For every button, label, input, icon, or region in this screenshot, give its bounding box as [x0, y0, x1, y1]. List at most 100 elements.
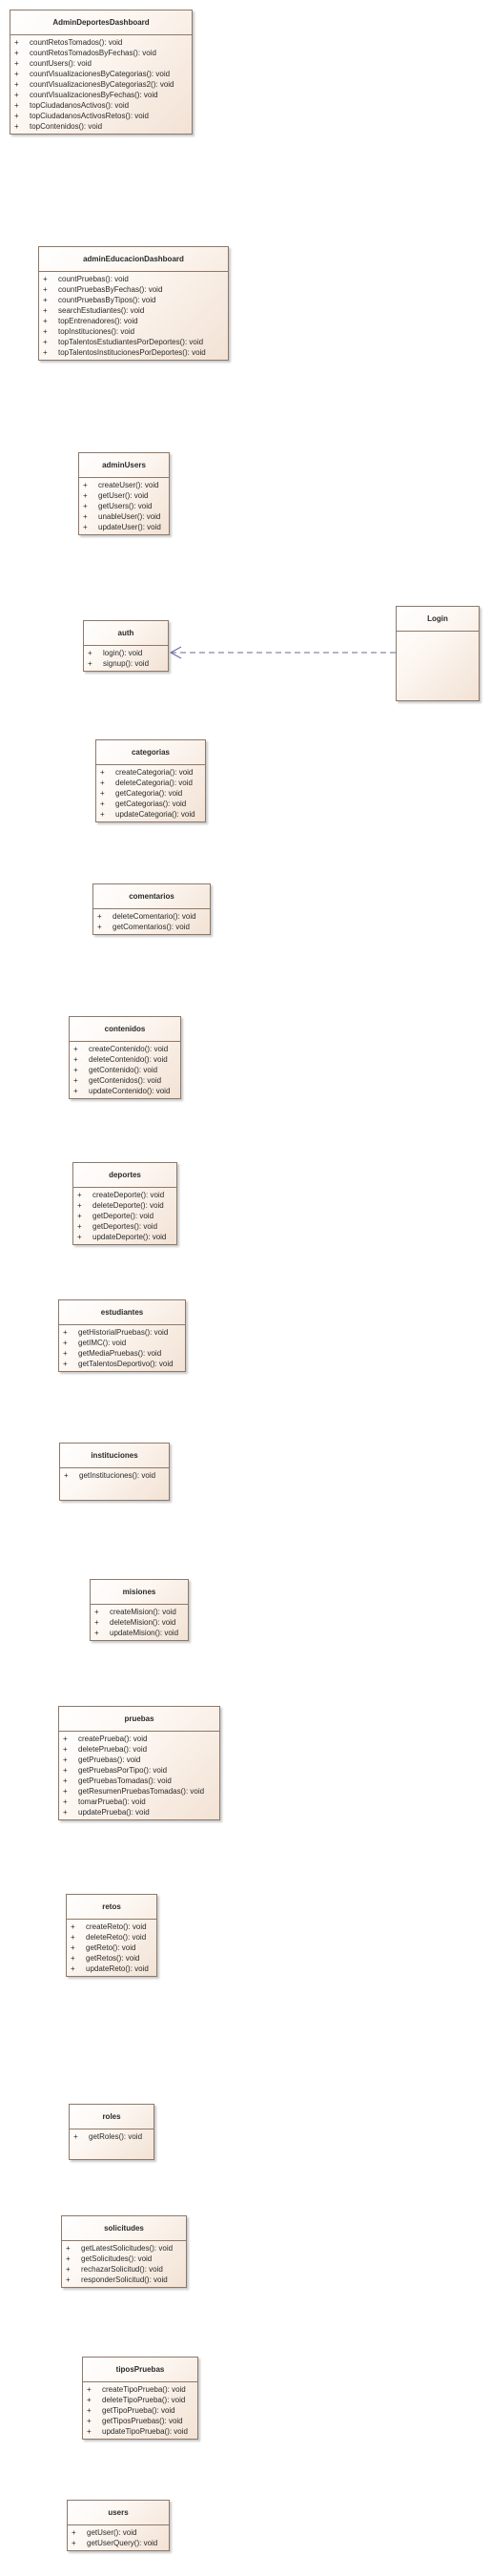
operation-signature: countPruebas(): void	[58, 275, 129, 283]
class-deportes[interactable]: deportes +createDeporte(): void +deleteD…	[72, 1162, 177, 1245]
class-comentarios[interactable]: comentarios +deleteComentario(): void +g…	[92, 883, 211, 935]
operation-signature: topEntrenadores(): void	[58, 317, 138, 325]
class-name: deportes	[73, 1163, 176, 1188]
open-arrow-head	[169, 646, 182, 659]
operation: +getResumenPruebasTomadas(): void	[63, 1786, 219, 1797]
visibility-marker: +	[14, 91, 19, 99]
visibility-marker: +	[63, 1787, 68, 1796]
visibility-marker: +	[14, 122, 19, 131]
visibility-marker: +	[100, 800, 105, 808]
operation: +countPruebasByTipos(): void	[43, 295, 228, 305]
class-name: categorias	[96, 740, 205, 765]
operation-signature: getLatestSolicitudes(): void	[81, 2244, 174, 2253]
operation: +createMision(): void	[94, 1607, 188, 1617]
operation-signature: rechazarSolicitud(): void	[81, 2265, 163, 2274]
class-auth[interactable]: auth +login(): void +signup(): void	[83, 620, 169, 672]
visibility-marker: +	[71, 1922, 75, 1931]
operation-signature: getCategorias(): void	[115, 800, 187, 808]
visibility-marker: +	[14, 38, 19, 47]
class-misiones[interactable]: misiones +createMision(): void +deleteMi…	[90, 1579, 189, 1641]
visibility-marker: +	[72, 2528, 76, 2537]
class-estudiantes[interactable]: estudiantes +getHistorialPruebas(): void…	[58, 1299, 186, 1372]
class-categorias[interactable]: categorias +createCategoria(): void +del…	[95, 739, 206, 822]
operation: +getContenido(): void	[73, 1065, 180, 1075]
visibility-marker: +	[73, 2132, 78, 2141]
operation-signature: countRetosTomadosByFechas(): void	[30, 49, 156, 57]
visibility-marker: +	[43, 348, 48, 357]
class-name: tiposPruebas	[83, 2358, 197, 2382]
visibility-marker: +	[94, 1618, 99, 1627]
operation-signature: getPruebasPorTipo(): void	[78, 1766, 168, 1775]
operation: +getIMC(): void	[63, 1338, 185, 1348]
class-admin-deportes-dashboard[interactable]: AdminDeportesDashboard + countRetosTomado…	[10, 10, 193, 135]
class-instituciones[interactable]: instituciones +getInstituciones(): void	[59, 1443, 170, 1501]
class-roles[interactable]: roles +getRoles(): void	[69, 2104, 154, 2160]
class-login[interactable]: Login	[396, 606, 480, 701]
class-pruebas[interactable]: pruebas +createPrueba(): void +deletePru…	[58, 1706, 220, 1820]
operation-signature: createMision(): void	[110, 1608, 176, 1616]
visibility-marker: +	[71, 1943, 75, 1952]
operation: +getUserQuery(): void	[72, 2538, 169, 2548]
visibility-marker: +	[14, 49, 19, 57]
operation-signature: topTalentosInstitucionesPorDeportes(): v…	[58, 348, 206, 357]
operation: +countVisualizacionesByCategorias(): voi…	[14, 69, 192, 79]
operation: +createUser(): void	[83, 480, 169, 490]
class-contenidos[interactable]: contenidos +createContenido(): void +del…	[69, 1016, 181, 1099]
class-name: pruebas	[59, 1707, 219, 1732]
operation-signature: getHistorialPruebas(): void	[78, 1328, 169, 1337]
operation: +updateReto(): void	[71, 1963, 156, 1974]
class-admin-educacion-dashboard[interactable]: adminEducacionDashboard +countPruebas():…	[38, 246, 229, 361]
operation: +countPruebasByFechas(): void	[43, 284, 228, 295]
operation-signature: getComentarios(): void	[113, 923, 190, 931]
visibility-marker: +	[63, 1776, 68, 1785]
visibility-marker: +	[73, 1066, 78, 1074]
operation: +updateMision(): void	[94, 1628, 188, 1638]
visibility-marker: +	[83, 491, 88, 500]
visibility-marker: +	[83, 481, 88, 489]
operation-signature: createPrueba(): void	[78, 1735, 148, 1743]
operation-signature: getDeportes(): void	[92, 1222, 158, 1231]
visibility-marker: +	[43, 275, 48, 283]
class-tipos-pruebas[interactable]: tiposPruebas +createTipoPrueba(): void +…	[82, 2357, 198, 2440]
operation: +updateUser(): void	[83, 522, 169, 532]
operation: + getUser(): void	[72, 2527, 169, 2538]
class-users[interactable]: users +getUser(): void +getUserQuery(): …	[67, 2500, 170, 2551]
operation-signature: getPruebasTomadas(): void	[78, 1776, 172, 1785]
operation-signature: createCategoria(): void	[115, 768, 194, 777]
visibility-marker: +	[73, 1045, 78, 1053]
operation: +unableUser(): void	[83, 511, 169, 522]
class-admin-users[interactable]: adminUsers +createUser(): void +getUser(…	[78, 452, 170, 535]
visibility-marker: +	[97, 923, 102, 931]
visibility-marker: +	[100, 789, 105, 798]
operation: +updateDeporte(): void	[77, 1232, 176, 1242]
operation: +createPrueba(): void	[63, 1734, 219, 1744]
visibility-marker: +	[87, 2427, 92, 2436]
class-name: AdminDeportesDashboard	[10, 10, 192, 35]
class-retos[interactable]: retos +createReto(): void +deleteReto():…	[66, 1894, 157, 1977]
operation-signature: deletePrueba(): void	[78, 1745, 148, 1754]
operation: +tomarPrueba(): void	[63, 1797, 219, 1807]
operation: +rechazarSolicitud(): void	[66, 2264, 186, 2275]
operation-signature: getTalentosDeportivo(): void	[78, 1360, 174, 1368]
operation-signature: getUserQuery(): void	[87, 2539, 158, 2547]
operation-signature: createTipoPrueba(): void	[102, 2385, 186, 2394]
operation: +getRetos(): void	[71, 1953, 156, 1963]
class-name: solicitudes	[62, 2216, 186, 2241]
visibility-marker: +	[83, 512, 88, 521]
visibility-marker: +	[94, 1629, 99, 1637]
operation: +topTalentosEstudiantesPorDeportes(): vo…	[43, 337, 228, 347]
visibility-marker: +	[63, 1745, 68, 1754]
operation: +deleteReto(): void	[71, 1932, 156, 1942]
operation: +createContenido(): void	[73, 1044, 180, 1054]
visibility-marker: +	[14, 70, 19, 78]
operation-signature: topTalentosEstudiantesPorDeportes(): voi…	[58, 338, 204, 346]
visibility-marker: +	[77, 1233, 82, 1241]
operation-signature: countVisualizacionesByCategorias2(): voi…	[30, 80, 174, 89]
operation: + getPruebasTomadas(): void	[63, 1776, 219, 1786]
visibility-marker: +	[63, 1808, 68, 1817]
visibility-marker: +	[83, 523, 88, 531]
visibility-marker: +	[14, 101, 19, 110]
class-solicitudes[interactable]: solicitudes +getLatestSolicitudes(): voi…	[61, 2215, 187, 2288]
operation-signature: getUser(): void	[87, 2528, 137, 2537]
